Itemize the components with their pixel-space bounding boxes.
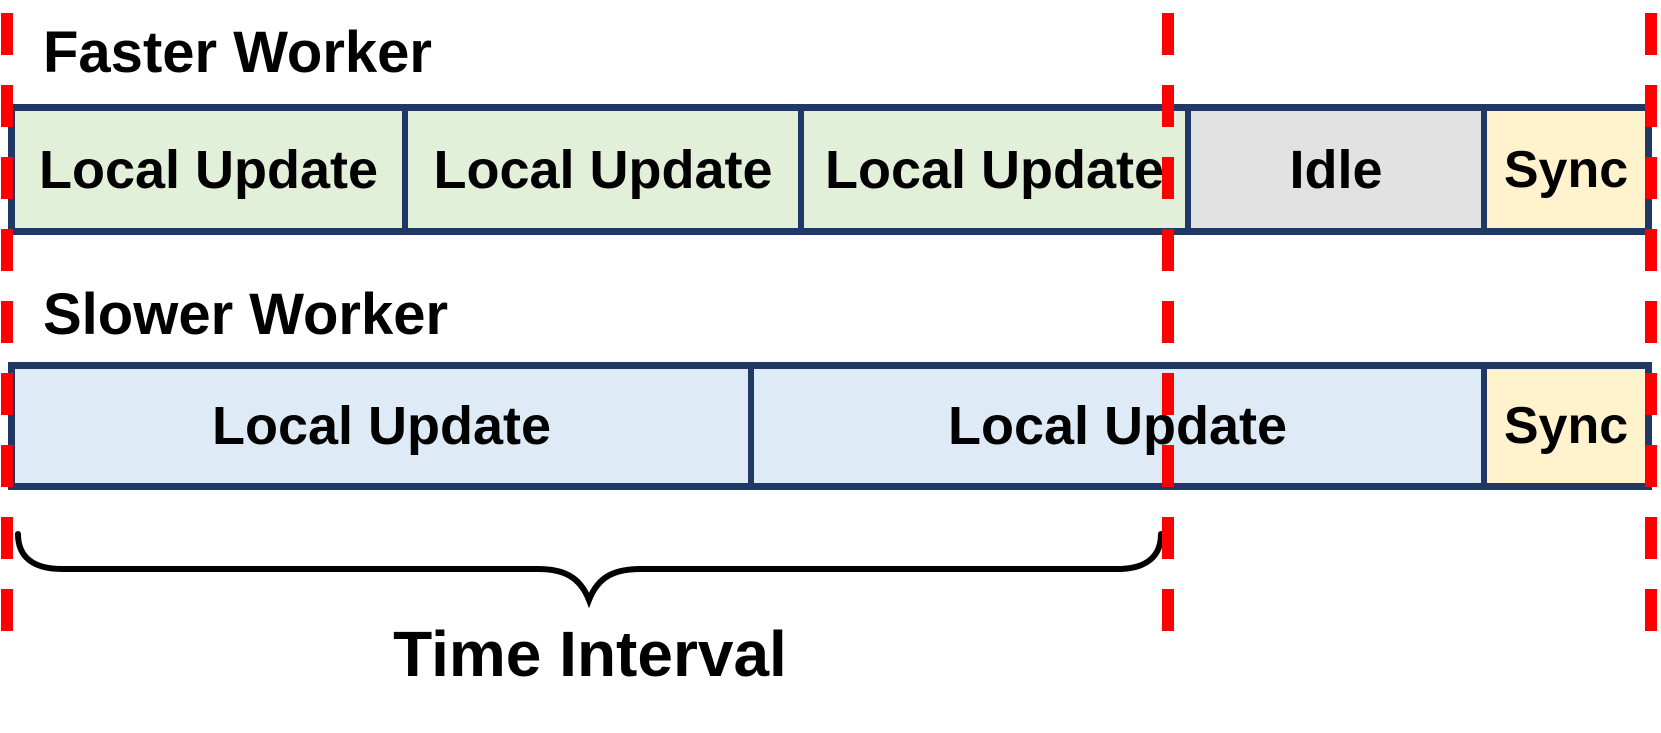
time-interval-label: Time Interval xyxy=(393,618,787,690)
slower-local-update-segment-2: Local Update xyxy=(748,369,1481,483)
sync-boundary-line-right xyxy=(1645,13,1657,661)
faster-sync-segment: Sync xyxy=(1481,111,1645,228)
slower-local-update-segment-1: Local Update xyxy=(15,369,748,483)
faster-idle-segment: Idle xyxy=(1185,111,1481,228)
faster-worker-title: Faster Worker xyxy=(43,20,432,85)
slower-worker-bar: Local Update Local Update Sync xyxy=(8,362,1652,490)
brace-path xyxy=(15,531,1164,609)
slower-worker-title: Slower Worker xyxy=(43,282,449,347)
sync-boundary-line-left xyxy=(1,13,13,661)
slower-sync-segment: Sync xyxy=(1481,369,1645,483)
faster-local-update-segment-3: Local Update xyxy=(798,111,1185,228)
faster-local-update-segment-2: Local Update xyxy=(402,111,798,228)
sync-boundary-line-middle xyxy=(1162,13,1174,661)
faster-local-update-segment-1: Local Update xyxy=(15,111,402,228)
faster-worker-bar: Local Update Local Update Local Update I… xyxy=(8,104,1652,235)
